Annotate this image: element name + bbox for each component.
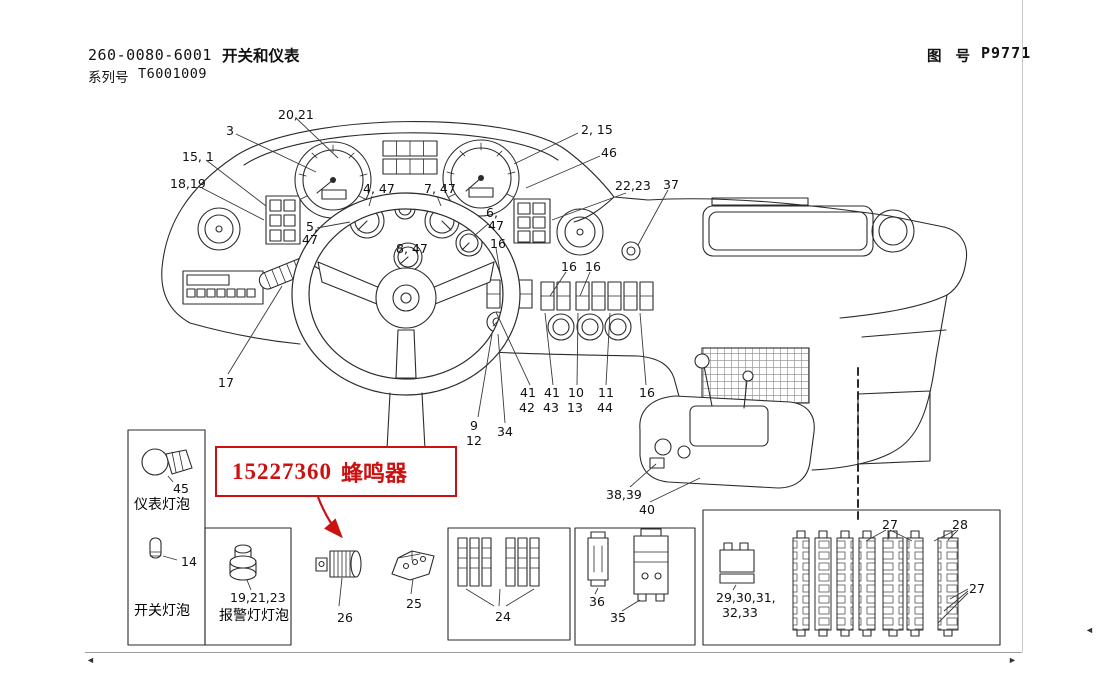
part-number-label: 32,33 [722,605,758,620]
fuse-panel [719,529,969,637]
parts-boxes [127,429,1001,646]
diagram-callout: 41 [544,385,560,400]
annotation-part-number: 15227360 [232,458,332,484]
part-number-label: 26 [337,610,353,625]
part-number-label: 28 [952,517,968,532]
left-panels [182,195,301,305]
diagram-callout: 15, 1 [182,149,214,164]
part-number-label: 45 [173,481,189,496]
buzzer-annotation-arrow [316,496,343,539]
instrument-cluster [294,139,520,272]
relay-icon [621,528,669,612]
terminal-strips-icon [457,537,540,607]
diagram-callout: 40 [639,502,655,517]
buzzer-annotation-box: 15227360 蜂鸣器 [215,446,457,497]
diagram-callout: 18,19 [170,176,206,191]
diagram-callout: 44 [597,400,613,415]
page-nav-icon[interactable]: ◄ [1085,625,1094,635]
right-panels [513,198,641,261]
part-caption: 仪表灯泡 [134,497,190,513]
part-number-label: 27 [882,517,898,532]
part-number-label: 27 [969,581,985,596]
part-number-label: 29,30,31, [716,590,776,605]
part-number-label: 14 [181,554,197,569]
scroll-left-icon[interactable]: ◄ [86,655,95,665]
diagram-callout: 9 [470,418,478,433]
part-caption: 开关灯泡 [134,603,190,619]
diagram-callout: 41 [520,385,536,400]
diagram-callout: 12 [466,433,482,448]
mounting-bracket-icon [587,531,609,595]
fuse-strips [792,530,959,637]
warning-lamp-switch-icon [229,544,257,591]
diagram-callout: 5, [306,219,318,234]
part-number-label: 19,21,23 [230,590,286,605]
diagram-callout: 17 [218,375,234,390]
buzzer-icon [315,550,362,607]
diagram-callout: 42 [519,400,535,415]
diagram-callout: 16 [490,236,506,251]
diagram-callout: 47 [302,232,318,247]
series-number: T6001009 [138,66,208,82]
gear-console [639,353,815,489]
diagram-callout: 43 [543,400,559,415]
part-number-label: 25 [406,596,422,611]
annotation-part-name: 蜂鸣器 [341,460,408,486]
page-title: 开关和仪表 [222,48,300,65]
diagram-callout: 10 [568,385,584,400]
diagram-callout: 2, 15 [581,122,613,137]
series-label: 系列号 [88,70,129,85]
part-number-label: 24 [495,609,511,624]
dashboard-outline [161,120,968,525]
diagram-callout: 38,39 [606,487,642,502]
diagram-callout: 11 [598,385,614,400]
diagram-callout: 16 [585,259,601,274]
diagram-callout: 8, 47 [396,241,428,256]
part-number-label: 35 [610,610,626,625]
diagram-callout: 37 [663,177,679,192]
diagram-callout: 6, [486,205,498,220]
diagram-callout: 7, 47 [424,181,456,196]
switch-bulb-icon [149,537,178,561]
page-right-border [1022,0,1023,652]
diagram-callout: 4, 47 [363,181,395,196]
instrument-bulb-icon [141,448,193,483]
diagram-callout: 3 [226,123,234,138]
dash-tray [702,197,915,257]
steering-wheel [291,192,521,480]
leader-lines [201,117,701,503]
horizontal-scrollbar-track[interactable] [85,652,1022,653]
figure-number: P9771 [981,44,1032,62]
diagram-callout: 20,21 [278,107,314,122]
part-caption: 报警灯灯泡 [219,608,289,624]
diagram-callout: 46 [601,145,617,160]
connector-block-icon [391,550,435,595]
diagram-callout: 22,23 [615,178,651,193]
diagram-callout: 47 [488,218,504,233]
diagram-callout: 34 [497,424,513,439]
diagram-callout: 13 [567,400,583,415]
speaker-grille [701,347,810,404]
scroll-right-icon[interactable]: ► [1008,655,1017,665]
diagram-callout: 16 [639,385,655,400]
diagram-callout: 16 [561,259,577,274]
doc-number: 260-0080-6001 [88,46,212,64]
figure-label: 图 号 [927,49,976,65]
part-number-label: 36 [589,594,605,609]
